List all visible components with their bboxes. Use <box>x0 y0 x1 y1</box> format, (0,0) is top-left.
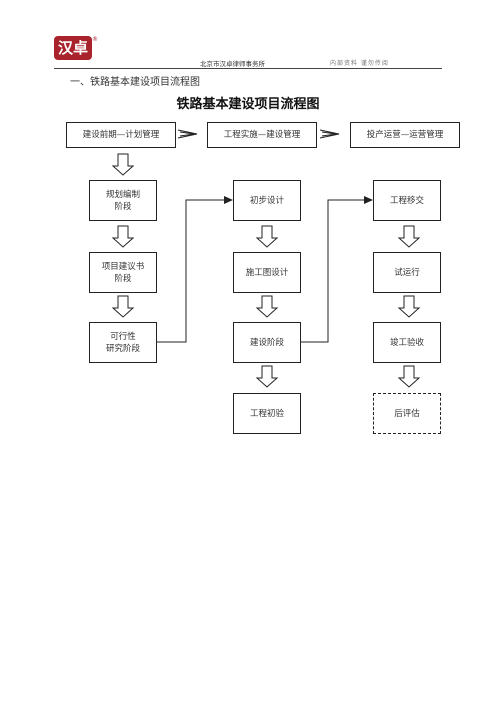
firm-logo-text: 汉卓 <box>57 39 88 57</box>
down-arrow-c2-2 <box>255 365 279 388</box>
link-feasibility-to-preliminary <box>157 199 226 343</box>
down-arrow-c2-1 <box>255 295 279 318</box>
header-box-operation: 投产运营—运营管理 <box>350 122 460 148</box>
step-project-proposal: 项目建议书 阶段 <box>89 252 157 293</box>
firm-name: 北京市汉卓律师事务所 <box>200 60 265 68</box>
step-post-evaluation: 后评估 <box>373 393 441 434</box>
flowchart-title: 铁路基本建设项目流程图 <box>176 97 320 112</box>
step-feasibility-study: 可行性 研究阶段 <box>89 322 157 363</box>
step-construction-drawing: 施工图设计 <box>233 252 301 293</box>
down-arrow-c1-0 <box>111 153 135 176</box>
header-divider <box>54 68 442 69</box>
header-box-construction: 工程实施—建设管理 <box>207 122 317 148</box>
header-arrow-1 <box>177 129 198 139</box>
down-arrow-c1-2 <box>111 295 135 318</box>
firm-logo: 汉卓 <box>54 36 92 60</box>
link-construction-to-handover <box>301 199 366 343</box>
step-construction-stage: 建设阶段 <box>233 322 301 363</box>
step-planning-compilation: 规划编制 阶段 <box>89 180 157 221</box>
step-completion-acceptance: 竣工验收 <box>373 322 441 363</box>
step-initial-acceptance: 工程初验 <box>233 393 301 434</box>
header-arrow-2 <box>319 129 340 139</box>
step-preliminary-design: 初步设计 <box>233 180 301 221</box>
registered-mark: ® <box>92 36 98 43</box>
step-trial-operation: 试运行 <box>373 252 441 293</box>
confidential-note: 内部资料 谨勿传阅 <box>330 60 389 67</box>
down-arrow-c3-0 <box>397 225 421 248</box>
down-arrow-c2-0 <box>255 225 279 248</box>
down-arrow-c1-1 <box>111 225 135 248</box>
header-box-planning: 建设前期—计划管理 <box>66 122 176 148</box>
step-project-handover: 工程移交 <box>373 180 441 221</box>
down-arrow-c3-1 <box>397 295 421 318</box>
down-arrow-c3-2 <box>397 365 421 388</box>
section-heading: 一、铁路基本建设项目流程图 <box>70 77 200 88</box>
